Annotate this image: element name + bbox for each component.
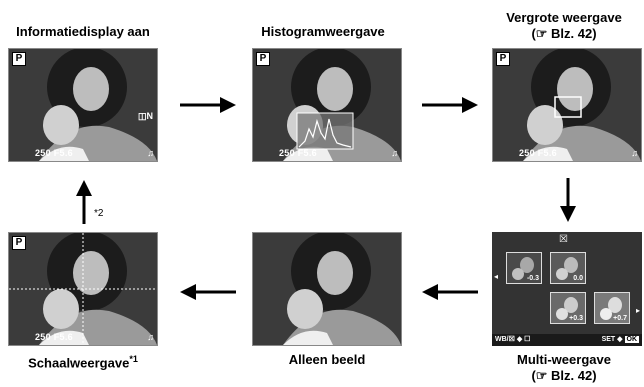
photo-mother-child	[493, 49, 641, 161]
label-enlarged-ref: (☞ Blz. 42)	[531, 26, 597, 41]
histogram-box	[296, 112, 354, 150]
label-image-only: Alleen beeld	[288, 352, 366, 367]
thumbnail-value: +0.3	[569, 315, 583, 322]
label-scale-note: *1	[129, 354, 138, 364]
histogram-curve	[298, 118, 352, 148]
screen-info-display: P ◫N 250 F5.6 ♫	[8, 48, 158, 162]
chevron-left-icon: ◂	[494, 272, 499, 281]
footer-set-hint: SET ◆ OK	[602, 334, 639, 346]
thumbnail: -0.3	[506, 252, 542, 284]
thumbnail-value: -0.3	[526, 275, 539, 282]
label-histogram: Histogramweergave	[261, 24, 385, 39]
arrow-footnote: *2	[94, 208, 104, 219]
set-label: SET ◆	[601, 336, 623, 343]
arrow-left-icon	[180, 284, 236, 300]
thumbnail: +0.7	[594, 292, 630, 324]
thumbnail-value: +0.7	[613, 315, 627, 322]
screen-histogram: P 250 F5.6 ♫	[252, 48, 402, 162]
thumbnail: 0.0	[550, 252, 586, 284]
label-enlarged: Vergrote weergave	[506, 10, 622, 25]
card-icon: ♫	[391, 148, 398, 158]
mode-p-badge: P	[12, 52, 26, 66]
screen-scale: P 250 F5.6 ♫	[8, 232, 158, 346]
shutter-aperture: 250 F5.6	[519, 148, 557, 158]
screen-image-only	[252, 232, 402, 346]
arrow-right-icon	[422, 97, 478, 113]
shutter-aperture: 250 F5.6	[279, 148, 317, 158]
photo-mother-child	[9, 233, 157, 345]
zoom-frame	[554, 96, 582, 118]
label-multi: Multi-weergave	[517, 352, 611, 367]
battery-icon: ◫N	[137, 111, 153, 121]
arrow-right-icon	[180, 97, 236, 113]
card-icon: ♫	[147, 148, 154, 158]
arrow-down-icon	[560, 178, 576, 222]
mode-p-badge: P	[12, 236, 26, 250]
shutter-aperture: 250 F5.6	[35, 148, 73, 158]
chevron-right-icon: ▸	[635, 306, 640, 315]
label-info-display: Informatiedisplay aan	[16, 24, 150, 39]
multi-footer: WB/☒ ◆ ☐ SET ◆ OK	[492, 334, 642, 346]
ok-icon: OK	[624, 336, 639, 343]
shutter-aperture: 250 F5.6	[35, 332, 73, 342]
label-multi-ref: (☞ Blz. 42)	[531, 368, 597, 383]
label-scale: Schaalweergave*1	[0, 352, 166, 370]
screen-enlarged: P 250 F5.6 ♫	[492, 48, 642, 162]
mode-p-badge: P	[496, 52, 510, 66]
arrow-up-icon	[76, 180, 92, 224]
card-icon: ♫	[147, 332, 154, 342]
footer-wb-hint: WB/☒ ◆ ☐	[495, 336, 531, 343]
thumbnail-value: 0.0	[573, 275, 583, 282]
label-scale-text: Schaalweergave	[28, 355, 130, 371]
photo-mother-child	[9, 49, 157, 161]
arrow-left-icon	[422, 284, 478, 300]
photo-mother-child	[253, 233, 401, 345]
screen-multi-view: ☒ ◂ ▸ -0.3 0.0 +0.3 +0.7 WB/☒ ◆ ☐ SET ◆ …	[492, 232, 642, 346]
thumbnail: +0.3	[550, 292, 586, 324]
photo-mother-child	[253, 49, 401, 161]
card-icon: ♫	[631, 148, 638, 158]
exposure-comp-icon: ☒	[559, 234, 568, 245]
mode-p-badge: P	[256, 52, 270, 66]
